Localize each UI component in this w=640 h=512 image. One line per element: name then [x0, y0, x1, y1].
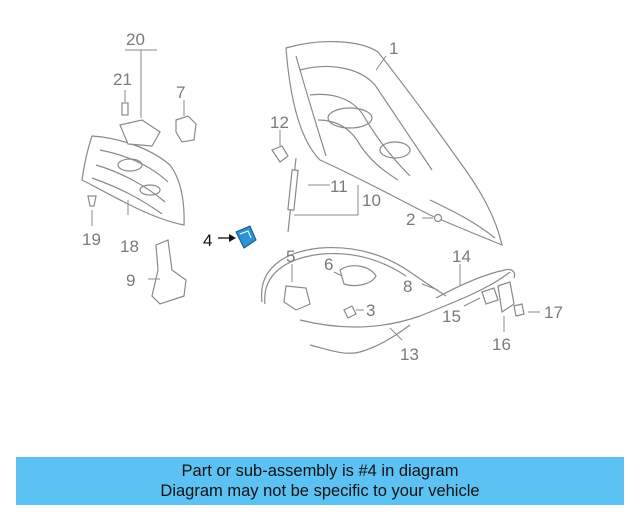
hood-hinge-clip: [175, 100, 197, 143]
parts-diagram: 1 2 3 4 5 6 7 8 9 10 11 12 13 14 15 16 1…: [81, 30, 563, 364]
callout-15: 15: [442, 307, 461, 326]
callout-6: 6: [324, 255, 333, 274]
callout-10: 10: [362, 191, 381, 210]
callout-7: 7: [176, 83, 185, 102]
cable-clip: [343, 305, 364, 319]
hood-panel: [285, 41, 503, 246]
callout-20: 20: [126, 30, 145, 49]
ball-stud: [271, 130, 289, 163]
callout-9: 9: [126, 271, 135, 290]
hood-insulator: [81, 135, 185, 226]
grommet: [422, 213, 443, 223]
part-4-highlighted: [218, 225, 257, 249]
banner-part-text: Part or sub-assembly is #4 in diagram: [181, 462, 459, 480]
cable-assembly: [435, 264, 516, 299]
release-handle: [333, 265, 377, 287]
callout-17: 17: [544, 303, 563, 322]
callout-11: 11: [330, 177, 348, 196]
callout-3: 3: [366, 301, 375, 320]
callout-2: 2: [406, 210, 415, 229]
hood-weatherstrip: [260, 246, 447, 305]
callout-21: 21: [113, 70, 132, 89]
callout-13: 13: [400, 345, 419, 364]
latch-support-bracket: [148, 239, 187, 305]
hood-latch: [283, 264, 311, 311]
callout-8: 8: [403, 277, 412, 296]
retainer-clip: [87, 195, 97, 226]
banner-disclaimer-text: Diagram may not be specific to your vehi…: [160, 482, 480, 500]
leader-1: [375, 55, 387, 71]
callout-1: 1: [389, 39, 398, 58]
callout-5: 5: [286, 247, 295, 266]
callout-4: 4: [203, 231, 212, 250]
cable-connector: [463, 287, 499, 307]
callout-12: 12: [270, 113, 289, 132]
release-lever: [497, 281, 515, 332]
lever-cap: [513, 303, 540, 317]
lift-support-strut: [287, 157, 359, 233]
callout-18: 18: [120, 237, 139, 256]
hood-bumper-bracket: [119, 49, 161, 147]
callout-19: 19: [82, 230, 101, 249]
callout-14: 14: [452, 247, 471, 266]
info-banner: Part or sub-assembly is #4 in diagram Di…: [16, 457, 624, 505]
callout-16: 16: [492, 335, 511, 354]
release-cable: [299, 271, 511, 354]
